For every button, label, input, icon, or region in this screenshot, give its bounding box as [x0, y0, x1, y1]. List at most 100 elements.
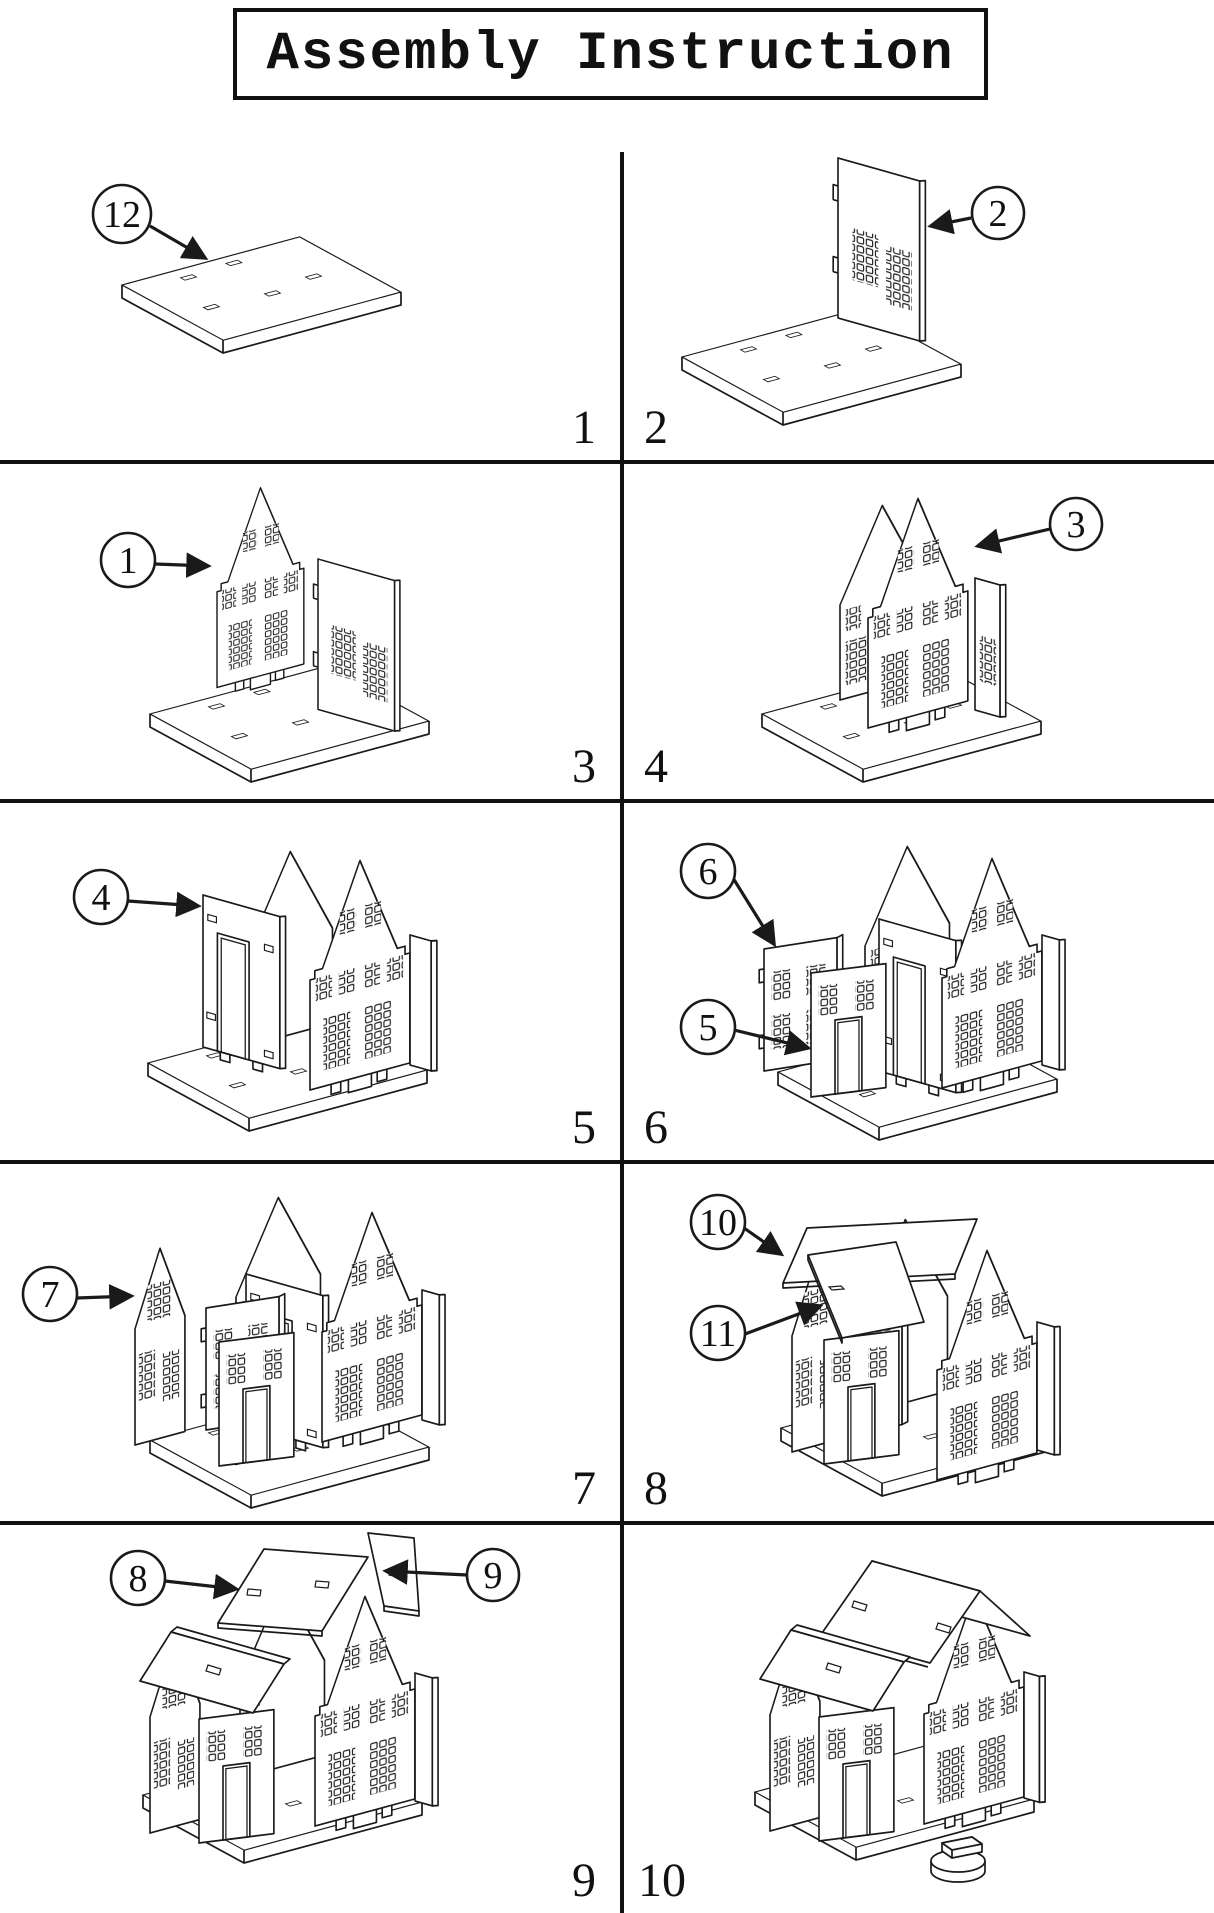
callout-arrow [743, 1226, 785, 1257]
callout-label: 4 [92, 877, 111, 919]
step-1-illustration: 12 [91, 183, 402, 354]
callout-9: 9 [382, 1547, 521, 1603]
callout-4: 4 [72, 868, 202, 926]
callout-arrow [974, 527, 1051, 554]
callout-arrow [382, 1559, 468, 1585]
step-number-10: 10 [638, 1854, 686, 1907]
callout-arrow [733, 1028, 812, 1056]
back-wall-edge [409, 934, 438, 1072]
step-cell-6: 6 5 6 [624, 801, 1214, 1160]
back-wall-panel [832, 153, 927, 344]
step-6-illustration: 6 5 [679, 834, 1066, 1141]
row-divider-3 [0, 1160, 1214, 1164]
step-cell-9: 8 9 9 [0, 1523, 620, 1913]
step-7-illustration: 7 [21, 1185, 446, 1509]
callout-arrow [154, 552, 212, 578]
page-title: Assembly Instruction [266, 23, 955, 85]
step-number-3: 3 [572, 740, 596, 793]
callout-arrow [744, 1301, 824, 1336]
small-roof [139, 1626, 291, 1714]
callout-arrow [164, 1573, 240, 1600]
step-8-illustration: 10 11 [689, 1193, 1061, 1497]
back-wall-edge [1041, 934, 1066, 1071]
row-divider-4 [0, 1521, 1214, 1525]
step-number-5: 5 [572, 1101, 596, 1154]
back-wall-edge [421, 1289, 446, 1426]
callout-label: 11 [700, 1313, 737, 1355]
step-number-6: 6 [644, 1101, 668, 1154]
front-door-wall [218, 1331, 295, 1467]
step-cell-4: 3 4 [624, 462, 1214, 799]
front-door-wall [818, 1706, 895, 1842]
back-wall-panel [312, 555, 401, 734]
front-gable-wall [321, 1198, 423, 1456]
callout-label: 3 [1067, 504, 1086, 546]
callout-label: 5 [699, 1007, 718, 1049]
step-number-7: 7 [572, 1462, 596, 1515]
callout-6: 6 [679, 842, 777, 948]
side-door-wall [202, 892, 287, 1080]
back-wall-edge [1023, 1671, 1046, 1804]
back-wall-edge [414, 1672, 439, 1807]
front-door-wall [823, 1329, 900, 1465]
back-wall-edge [974, 577, 1007, 718]
step-cell-7: 7 7 [0, 1162, 620, 1521]
callout-label: 8 [129, 1558, 148, 1600]
front-gable-wall [216, 475, 305, 700]
base-plate [146, 1013, 428, 1132]
roof-panel-9 [367, 1532, 420, 1617]
small-roof [759, 1624, 911, 1712]
base-plate [148, 664, 430, 783]
step-cell-8: 10 11 8 [624, 1162, 1214, 1521]
callout-label: 10 [699, 1202, 737, 1244]
callout-label: 12 [103, 194, 141, 236]
step-cell-3: 1 3 [0, 462, 620, 799]
callout-label: 1 [119, 540, 138, 582]
callout-12: 12 [91, 183, 209, 260]
callout-5: 5 [679, 998, 812, 1056]
row-divider-2 [0, 799, 1214, 803]
callout-label: 2 [989, 193, 1008, 235]
callout-label: 7 [41, 1274, 60, 1316]
callout-arrow [927, 209, 972, 235]
callout-label: 9 [484, 1555, 503, 1597]
step-cell-5: 4 5 [0, 801, 620, 1160]
tea-light [930, 1836, 986, 1883]
base-plate [680, 307, 962, 426]
base-plate [776, 1022, 1058, 1141]
step-3-illustration: 1 [99, 475, 430, 783]
roof-panel-8 [217, 1548, 369, 1637]
base-plate [120, 235, 402, 354]
step-number-2: 2 [644, 401, 668, 454]
callout-3: 3 [974, 496, 1104, 554]
step-5-illustration: 4 [72, 839, 438, 1132]
callout-arrow [149, 224, 209, 260]
callout-10: 10 [689, 1193, 785, 1257]
callout-8: 8 [109, 1549, 240, 1607]
callout-arrow [127, 891, 202, 918]
step-10-illustration [753, 1560, 1046, 1883]
front-gable-wall [309, 846, 411, 1104]
callout-1: 1 [99, 531, 212, 589]
base-plate [141, 1745, 423, 1864]
step-number-8: 8 [644, 1462, 668, 1515]
front-door-wall [810, 962, 887, 1098]
base-plate [760, 664, 1042, 783]
step-cell-1: 12 1 [0, 110, 620, 460]
callout-label: 6 [699, 851, 718, 893]
back-wall-edge [1036, 1321, 1061, 1456]
step-2-illustration: 2 [680, 153, 1026, 426]
step-4-illustration: 3 [760, 484, 1104, 783]
base-plate [753, 1742, 1035, 1861]
callout-7: 7 [21, 1265, 135, 1323]
title-box: Assembly Instruction [233, 8, 988, 100]
big-roof [821, 1560, 1031, 1668]
front-gable-wall [936, 1236, 1038, 1494]
front-gable-wall [314, 1582, 416, 1840]
front-gable-wall [941, 844, 1043, 1102]
callout-arrow [76, 1284, 135, 1310]
base-plate [148, 1390, 430, 1509]
step-number-9: 9 [572, 1854, 596, 1907]
front-door-wall [198, 1708, 275, 1844]
